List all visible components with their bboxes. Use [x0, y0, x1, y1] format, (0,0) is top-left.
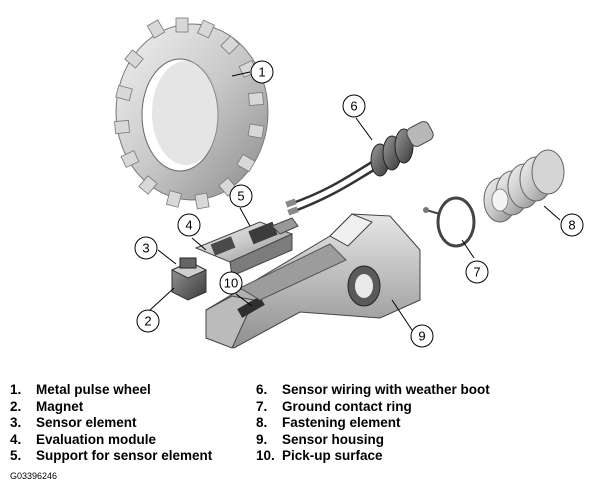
legend-item: 10.Pick-up surface [256, 448, 383, 463]
figure-code: G03396246 [10, 471, 58, 481]
callout-9: 9 [410, 324, 434, 348]
callout-5: 5 [229, 184, 253, 208]
svg-text:5: 5 [237, 189, 244, 204]
legend-item: 3.Sensor element [10, 415, 137, 430]
svg-text:10: 10 [224, 276, 238, 291]
metal-pulse-wheel [114, 17, 269, 210]
callout-10: 10 [219, 271, 243, 295]
legend-item: 1.Metal pulse wheel [10, 382, 151, 397]
legend-column-left: 1.Metal pulse wheel 2.Magnet 3.Sensor el… [10, 382, 212, 465]
legend-item: 4.Evaluation module [10, 431, 157, 447]
fastening-element [483, 149, 565, 223]
svg-text:4: 4 [185, 218, 192, 233]
callout-1: 1 [250, 60, 274, 84]
svg-text:2: 2 [144, 314, 151, 329]
svg-text:8: 8 [568, 218, 575, 233]
callout-6: 6 [342, 94, 366, 118]
legend-item: 5.Support for sensor element [10, 448, 213, 463]
leader-lines [149, 71, 561, 331]
exploded-sensor-diagram: 1 2 3 4 5 6 7 8 9 10 [114, 17, 584, 349]
svg-text:6: 6 [350, 99, 357, 114]
sensor-housing [205, 213, 421, 349]
callout-2: 2 [136, 309, 160, 333]
svg-text:3: 3 [142, 241, 149, 256]
legend-item: 8.Fastening element [256, 415, 401, 430]
callout-4: 4 [177, 213, 201, 237]
legend-column-right: 6.Sensor wiring with weather boot 7.Grou… [256, 382, 490, 465]
ground-contact-ring [423, 196, 476, 248]
svg-text:7: 7 [473, 265, 480, 280]
magnet-and-sensor-element [170, 257, 208, 301]
callout-3: 3 [134, 236, 158, 260]
legend-item: 2.Magnet [10, 398, 84, 414]
legend-item: 6.Sensor wiring with weather boot [256, 382, 490, 397]
callout-8: 8 [560, 213, 584, 237]
svg-text:9: 9 [418, 329, 425, 344]
legend-item: 7.Ground contact ring [256, 398, 412, 414]
svg-text:1: 1 [258, 65, 265, 80]
evaluation-module-and-support [194, 217, 299, 277]
legend-item: 9.Sensor housing [256, 431, 385, 447]
sensor-wiring-with-weather-boot [285, 121, 434, 216]
callout-7: 7 [465, 260, 489, 284]
